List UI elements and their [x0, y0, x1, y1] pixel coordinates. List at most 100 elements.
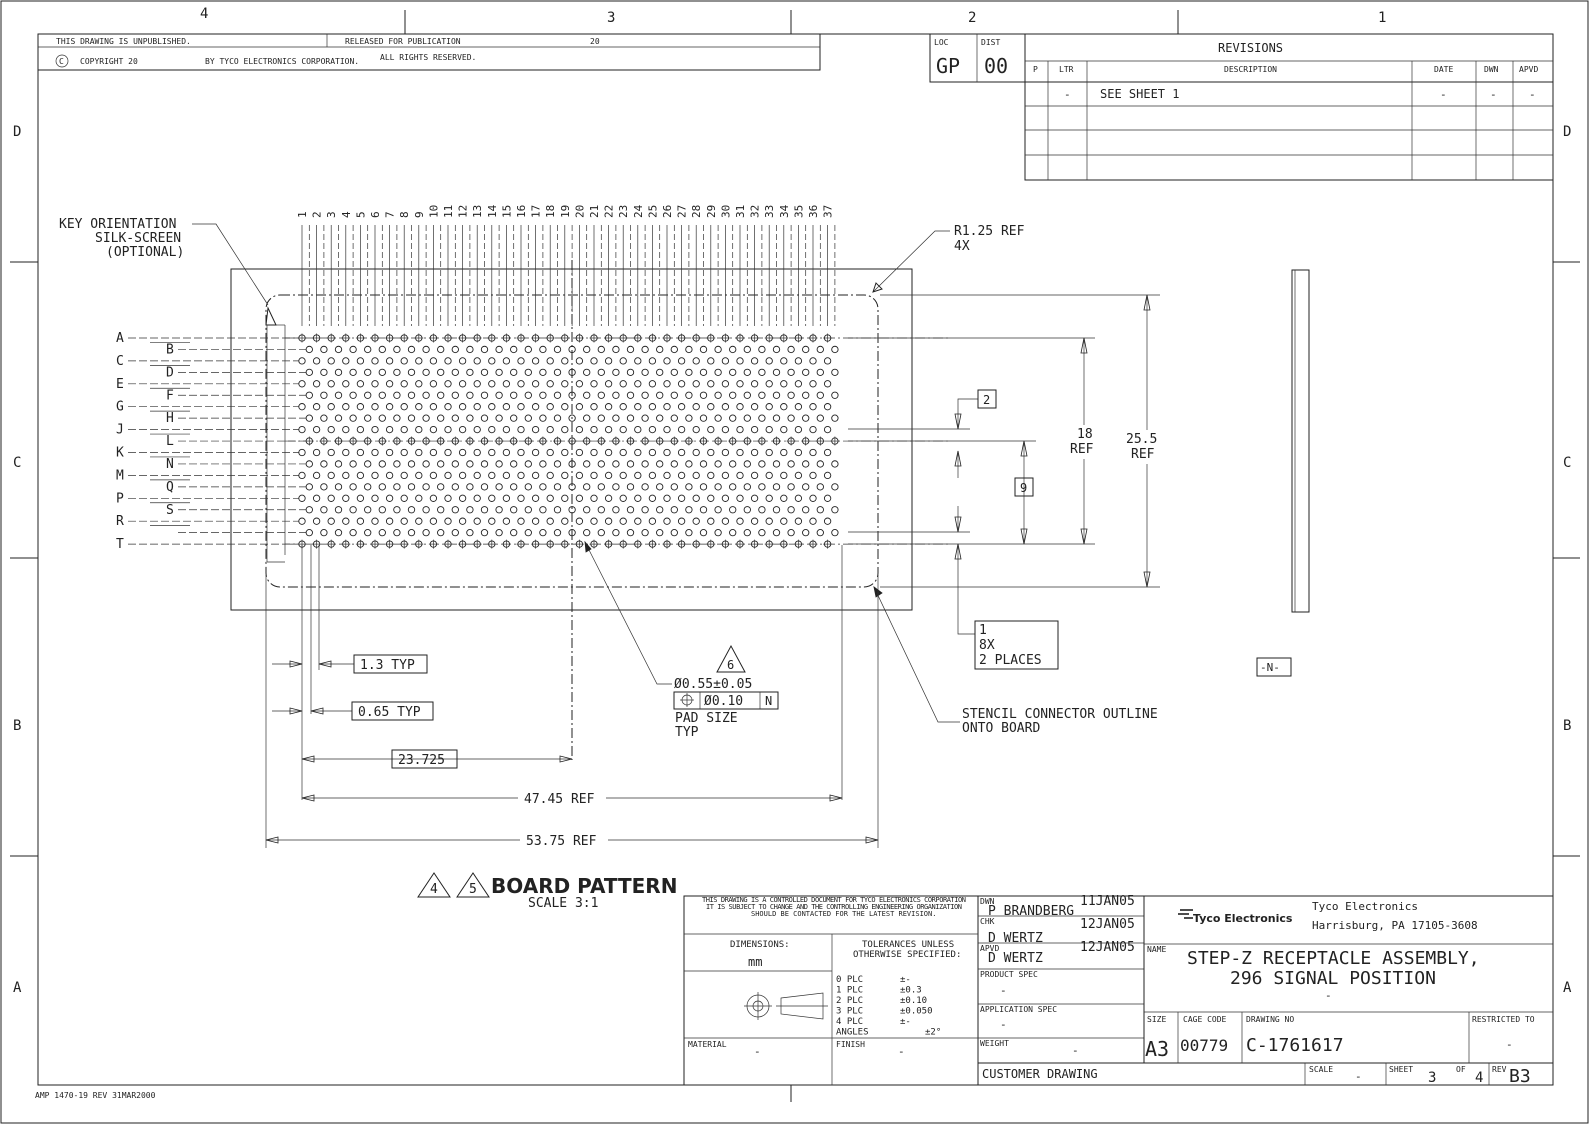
zone-row-a-right: A	[1563, 980, 1572, 996]
pad	[531, 357, 540, 365]
pad	[539, 414, 547, 422]
cage-value: 00779	[1180, 1036, 1228, 1055]
company-logo-text: Tyco Electronics	[1193, 912, 1293, 925]
pad	[502, 357, 511, 365]
pad	[378, 368, 386, 376]
pad	[707, 448, 715, 457]
header-strip: THIS DRAWING IS UNPUBLISHED. RELEASED FO…	[37, 33, 1026, 83]
pad	[707, 425, 715, 434]
column-number-label: 8	[398, 211, 411, 218]
pad	[561, 494, 569, 502]
copyright-icon	[55, 54, 69, 68]
pad	[466, 368, 474, 376]
pad	[451, 345, 459, 354]
pad	[823, 494, 832, 502]
pad	[510, 460, 518, 468]
pad	[385, 494, 394, 502]
pad	[312, 403, 321, 411]
tolerance-key: 2 PLC	[836, 996, 863, 1006]
pad	[429, 425, 438, 434]
pad	[692, 471, 700, 480]
weight-label: WEIGHT	[980, 1039, 1009, 1048]
tolerance-key: 3 PLC	[836, 1007, 863, 1017]
pad	[583, 460, 591, 468]
pad	[590, 425, 598, 434]
board-pattern-scale: SCALE 3:1	[528, 896, 598, 911]
pad	[685, 391, 693, 399]
pad	[641, 368, 649, 376]
pad	[692, 448, 700, 457]
pad	[714, 506, 722, 514]
pad	[648, 403, 657, 411]
pad	[590, 448, 598, 457]
dim-18-ref: REF	[1070, 442, 1094, 457]
rev-row-ltr: -	[1064, 88, 1071, 101]
pad	[707, 471, 715, 480]
pad	[342, 494, 350, 502]
column-number-label: 22	[603, 205, 616, 218]
pad	[502, 471, 511, 480]
pad	[553, 506, 562, 514]
pad	[378, 529, 386, 537]
pad	[334, 529, 343, 537]
pad	[356, 448, 365, 457]
column-number-label: 34	[778, 204, 791, 218]
apvd-name: D WERTZ	[988, 951, 1043, 966]
sheet-label: SHEET	[1389, 1065, 1413, 1074]
controlled-note-1: THIS DRAWING IS A CONTROLLED DOCUMENT FO…	[702, 896, 966, 904]
tolerances-label-1: TOLERANCES UNLESS	[862, 940, 954, 950]
pad	[583, 391, 591, 399]
column-number-label: 5	[354, 211, 367, 218]
pad	[488, 403, 496, 411]
dim-23-725-box	[391, 749, 458, 769]
pad	[349, 483, 357, 491]
pad	[699, 345, 708, 354]
pad	[699, 368, 708, 376]
pad	[385, 517, 394, 525]
dim-1-value: 1	[979, 623, 987, 638]
pad	[663, 517, 671, 525]
pad	[823, 425, 832, 434]
row-letter-label: H	[166, 411, 174, 426]
pad	[583, 506, 591, 514]
column-number-label: 19	[559, 205, 572, 218]
pad	[349, 506, 357, 514]
pad	[575, 357, 584, 365]
pad	[794, 471, 803, 480]
pad	[466, 460, 474, 468]
pad	[802, 529, 810, 537]
loc-value: GP	[936, 54, 960, 78]
pad	[378, 483, 386, 491]
pad	[393, 483, 401, 491]
pad	[765, 517, 773, 525]
pad	[619, 448, 627, 457]
column-number-label: 7	[384, 211, 397, 218]
tolerance-value: ±0.3	[900, 986, 922, 996]
pad	[699, 460, 708, 468]
pad	[320, 414, 328, 422]
pad	[517, 403, 525, 411]
pad	[831, 460, 839, 468]
pad	[831, 483, 839, 491]
pad	[590, 380, 598, 388]
pad	[750, 357, 759, 365]
pad	[364, 529, 372, 537]
pad	[495, 460, 503, 468]
pad	[597, 368, 605, 376]
pad	[626, 368, 635, 376]
pad	[561, 517, 569, 525]
rev-row-apvd: -	[1529, 88, 1536, 101]
note-6-triangle	[716, 644, 746, 673]
rev-col-date: DATE	[1434, 65, 1453, 74]
pad	[809, 448, 817, 457]
column-number-label: 12	[457, 205, 470, 218]
pad	[422, 391, 430, 399]
pad	[583, 529, 591, 537]
pad	[385, 403, 394, 411]
dim-25-5-value: 25.5	[1126, 432, 1157, 447]
pad	[787, 483, 795, 491]
pad	[415, 403, 423, 411]
pad	[480, 414, 489, 422]
pad	[298, 380, 306, 388]
